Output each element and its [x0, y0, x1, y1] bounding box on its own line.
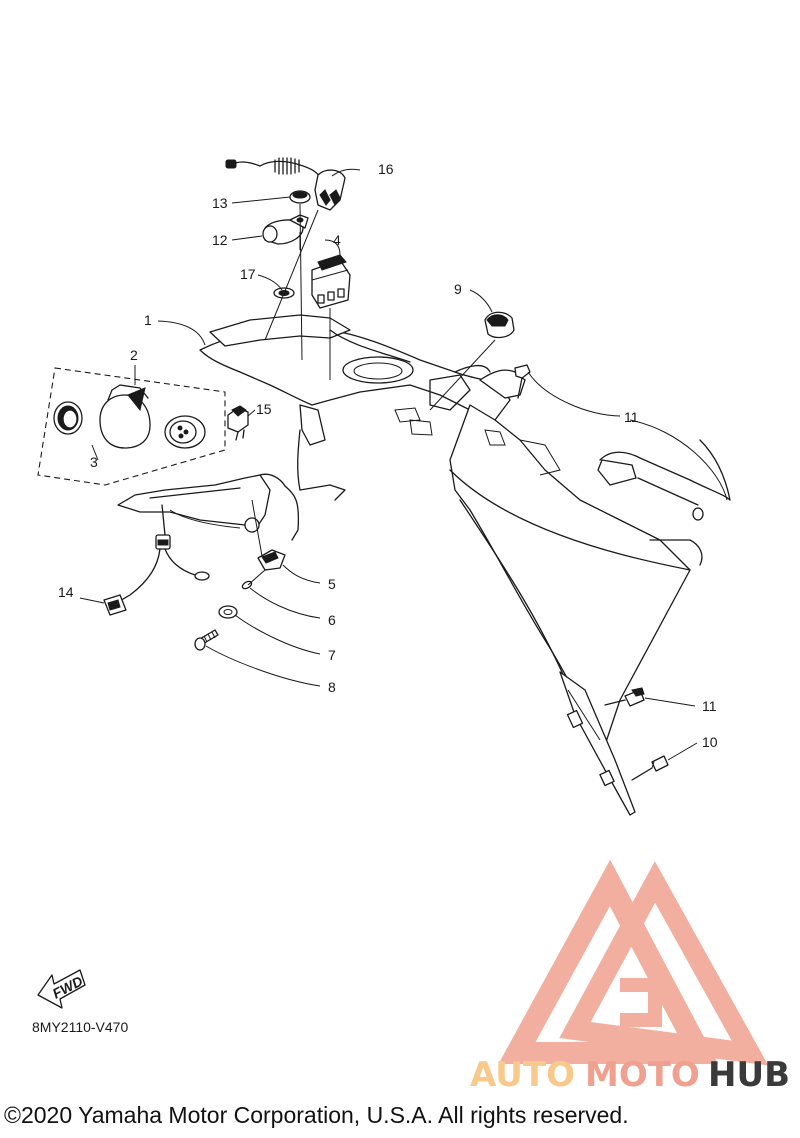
- bolt-part-8: [194, 629, 219, 651]
- callout-4: 4: [333, 232, 341, 248]
- license-plate-bracket: [559, 671, 636, 816]
- callout-5: 5: [328, 576, 336, 592]
- logo-word-auto: AUTO: [470, 1055, 575, 1095]
- rivet-part-11-lower: [604, 687, 645, 707]
- fwd-arrow: FWD: [37, 969, 86, 1009]
- callout-2: 2: [130, 347, 138, 363]
- cap-part-9: [484, 311, 515, 339]
- logo-word-hub: HUB: [708, 1055, 790, 1095]
- grommet-part-14: [289, 190, 311, 204]
- harness-part-12: [103, 504, 210, 616]
- callout-12: 14: [58, 584, 74, 600]
- callout-14: 13: [212, 195, 228, 211]
- ring-part-3: [53, 401, 83, 435]
- lower-bracket: [117, 473, 346, 541]
- leader-lines: [79, 168, 728, 761]
- cap-part-13: [262, 214, 309, 245]
- callout-15: 15: [256, 401, 272, 417]
- rivet-part-11-right: [637, 477, 704, 521]
- callout-9: 9: [454, 281, 462, 297]
- callout-3: 3: [90, 454, 98, 470]
- connector-part-15: [227, 405, 249, 441]
- automotohub-logo-mark: [498, 859, 769, 1066]
- callout-7: 7: [328, 647, 336, 663]
- clip-part-5: [257, 549, 286, 571]
- callout-10: 10: [702, 734, 718, 750]
- callout-16: 16: [378, 161, 394, 177]
- automotohub-logo-text: AUTO MOTO HUB: [470, 1055, 790, 1095]
- callout-8: 8: [328, 679, 336, 695]
- socket-assembly-box: [37, 367, 226, 486]
- copyright-notice: ©2020 Yamaha Motor Corporation, U.S.A. A…: [4, 1102, 629, 1128]
- logo-word-moto: MOTO: [585, 1055, 700, 1095]
- rivet-part-11-upper: [514, 364, 531, 399]
- callout-labels: 16 13 12 17 4 9 1 2 15 3 11 14 5 6 7 8 1…: [58, 161, 718, 750]
- key-cord-part-16: [225, 157, 346, 211]
- drawing-code: 8MY2110-V470: [32, 1019, 128, 1035]
- seat-body-part-1: [199, 314, 731, 791]
- callout-17: 17: [240, 266, 256, 282]
- switch-part-4: [311, 254, 351, 309]
- coiled-spring: [274, 157, 300, 175]
- callout-13: 12: [212, 232, 228, 248]
- screw-part-10: [631, 755, 669, 781]
- socket-connector: [164, 415, 206, 449]
- callout-11-upper: 11: [624, 409, 639, 425]
- callout-6: 6: [328, 612, 336, 628]
- callout-11-lower: 11: [702, 698, 717, 714]
- washer-part-7: [218, 605, 238, 619]
- callout-1: 1: [144, 312, 152, 328]
- boot-part-2: [99, 384, 151, 449]
